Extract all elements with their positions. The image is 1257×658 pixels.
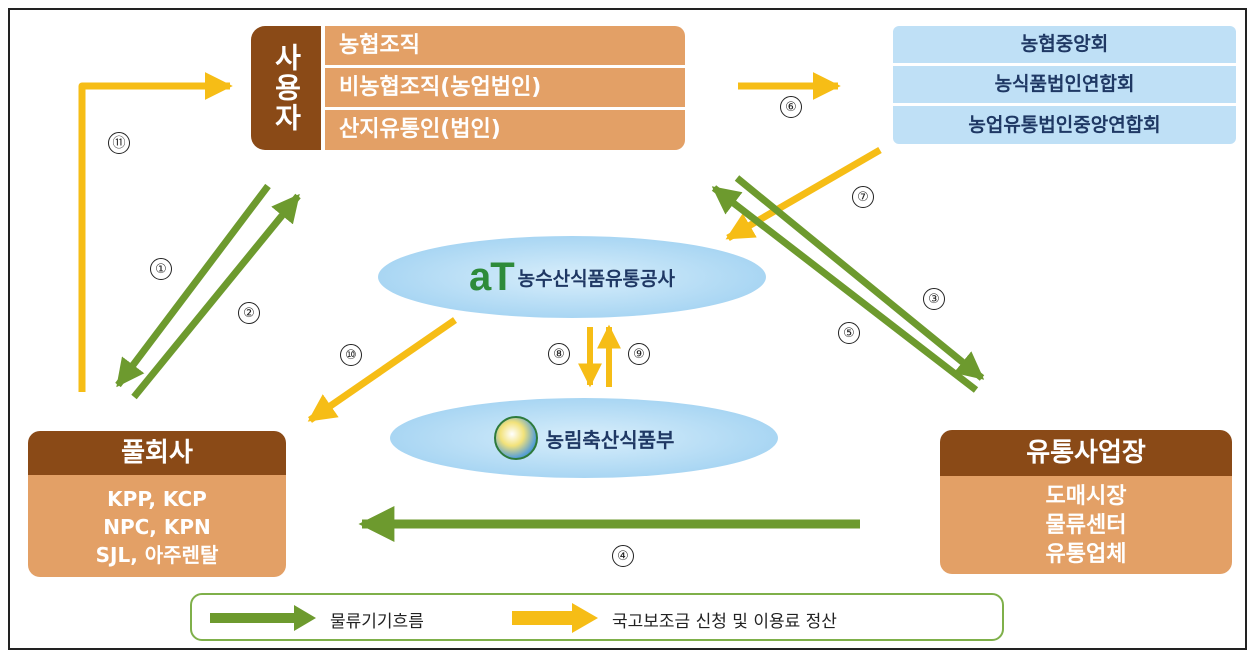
assoc-item-2: 농업유통법인중앙연합회 (893, 106, 1236, 144)
arrow-3 (734, 175, 985, 381)
dist-body: 도매시장 물류센터 유통업체 (940, 476, 1232, 574)
dist-block: 유통사업장 도매시장 물류센터 유통업체 (940, 430, 1232, 574)
step-11: ⑪ (108, 132, 130, 154)
arrow-10 (307, 317, 457, 423)
pool-body: KPP, KCP NPC, KPN SJL, 아주렌탈 (28, 475, 286, 577)
ministry-node (390, 398, 778, 478)
step-1: ① (150, 258, 172, 280)
at-label-group: aT 농수산식품유통공사 (378, 236, 766, 318)
step-10: ⑩ (340, 344, 362, 366)
step-6: ⑥ (780, 96, 802, 118)
assoc-item-1: 농식품법인연합회 (893, 66, 1236, 103)
arrow-7 (725, 146, 882, 242)
legend-green-arrow-icon (210, 605, 316, 631)
pool-header: 풀회사 (28, 431, 286, 475)
legend-green-label: 물류기기흐름 (330, 612, 424, 632)
arrow-5 (711, 185, 979, 393)
legend-yellow-label: 국고보조금 신청 및 이용료 정산 (612, 612, 837, 632)
user-items: 농협조직 비농협조직(농업법인) 산지유통인(법인) (325, 26, 685, 150)
step-7: ⑦ (852, 186, 874, 208)
user-item-sanji: 산지유통인(법인) (325, 110, 685, 150)
assoc-item-0: 농협중앙회 (893, 26, 1236, 63)
arrow-1 (115, 183, 271, 388)
at-node (378, 236, 766, 318)
assoc-block: 농협중앙회 농식품법인연합회 농업유통법인중앙연합회 (893, 26, 1236, 144)
arrow-2 (131, 193, 301, 400)
ministry-label-group: 농림축산식품부 (390, 398, 778, 478)
at-logo: aT (468, 254, 515, 299)
user-item-nonnh: 비농협조직(농업법인) (325, 68, 685, 107)
at-label: 농수산식품유통공사 (517, 267, 675, 290)
legend: 물류기기흐름 국고보조금 신청 및 이용료 정산 (190, 593, 1004, 641)
pool-block: 풀회사 KPP, KCP NPC, KPN SJL, 아주렌탈 (28, 431, 286, 577)
pool-line-0: KPP, KCP (107, 487, 207, 511)
dist-header: 유통사업장 (940, 430, 1232, 476)
pool-line-2: SJL, 아주렌탈 (95, 543, 219, 567)
legend-yellow-arrow-icon (512, 603, 598, 633)
arrow-11 (78, 72, 233, 392)
diagram-frame (8, 8, 1247, 650)
step-2: ② (238, 302, 260, 324)
step-4: ④ (612, 545, 634, 567)
dist-line-0: 도매시장 (1045, 484, 1127, 509)
user-item-nh: 농협조직 (325, 26, 685, 65)
dist-line-2: 유통업체 (1045, 542, 1127, 567)
step-3: ③ (923, 288, 945, 310)
step-9: ⑨ (628, 343, 650, 365)
ministry-emblem-icon (493, 416, 538, 460)
user-header: 사용자 (251, 26, 321, 150)
pool-line-1: NPC, KPN (103, 515, 211, 539)
dist-line-1: 물류센터 (1045, 513, 1127, 538)
step-5: ⑤ (838, 322, 860, 344)
ministry-label: 농림축산식품부 (545, 427, 675, 452)
step-8: ⑧ (548, 343, 570, 365)
